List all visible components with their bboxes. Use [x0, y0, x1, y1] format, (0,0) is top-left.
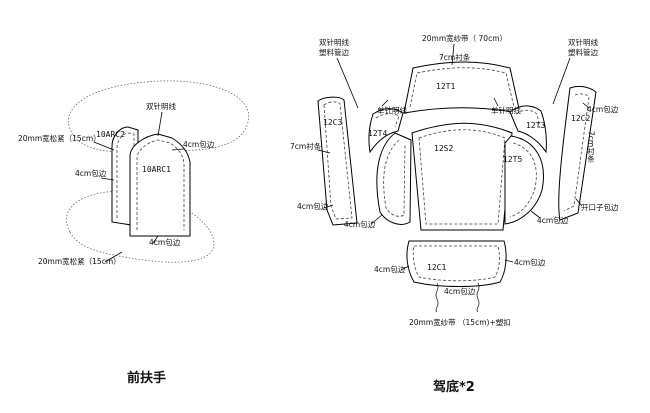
armrest-group: 10ARC2 10ARC1 双针明线 20mm宽松紧（15cm） 4cm包边 4… — [18, 80, 250, 386]
label-tape-top: 20mm宽纱带（ 70cm） — [422, 33, 507, 43]
label-opening-edge: 开口子包边 — [581, 202, 619, 212]
code-12c3: 12C3 — [323, 118, 342, 127]
seat-piece-12t4 — [368, 108, 404, 154]
label-right-stitch-a: 双针明线 — [568, 37, 598, 47]
label-edge-left-lower: 4cm包边 — [297, 201, 329, 211]
code-12c2: 12C2 — [571, 114, 590, 123]
label-edge-front-right: 4cm包边 — [514, 257, 546, 267]
label-lining-strip-top: 7cm衬条 — [439, 52, 471, 62]
label-elastic-top-armrest: 20mm宽松紧（15cm） — [18, 133, 101, 143]
seat-piece-12t1 — [403, 61, 521, 114]
seat-group: 12T1 12S2 12C3 12T4 12T3 12T5 12C2 12C1 — [290, 33, 619, 395]
label-right-stitch-b: 塑料管边 — [568, 47, 598, 57]
label-lining-left: 7cm衬条 — [290, 141, 322, 151]
label-strip-vertical: 7cm衬条 — [586, 131, 595, 162]
code-12t4: 12T4 — [368, 129, 387, 138]
seat-piece-left-side — [376, 132, 412, 225]
code-12t1: 12T1 — [436, 82, 455, 91]
label-edge-4cm-bottom-armrest: 4cm包边 — [149, 237, 181, 247]
title-seat: 驾底*2 — [433, 379, 475, 395]
code-10arc2: 10ARC2 — [96, 130, 125, 139]
label-edge-right-mid: 4cm包边 — [537, 215, 569, 225]
seat-piece-12t5 — [504, 135, 544, 225]
label-elastic-bottom-armrest: 20mm宽松紧（15cm） — [38, 256, 121, 266]
code-12t3: 12T3 — [526, 121, 545, 130]
seat-piece-12c2 — [558, 85, 597, 221]
code-12t5: 12T5 — [503, 155, 522, 164]
label-single-stitch-right: 单针明线 — [491, 105, 521, 115]
elastic-loop-bottom — [66, 191, 215, 263]
code-12c1: 12C1 — [427, 263, 446, 272]
label-left-stitch-a: 双针明线 — [319, 37, 349, 47]
seat-piece-12c1 — [406, 240, 507, 287]
label-single-stitch-left: 单针明线 — [377, 105, 407, 115]
label-edge-4cm-right-armrest: 4cm包边 — [183, 139, 215, 149]
code-12s2: 12S2 — [434, 144, 453, 153]
label-edge-front-bottom: 4cm包边 — [444, 286, 476, 296]
armrest-piece-10arc1 — [129, 133, 191, 237]
label-edge-4cm-right-top: 4cm包边 — [587, 104, 619, 114]
label-edge-front-left: 4cm包边 — [374, 264, 406, 274]
label-tape-bottom: 20mm宽纱带 （15cm)+塑扣 — [409, 317, 511, 327]
label-edge-4cm-left-armrest: 4cm包边 — [75, 168, 107, 178]
title-armrest: 前扶手 — [127, 370, 166, 386]
label-left-stitch-b: 塑料管边 — [319, 47, 349, 57]
code-10arc1: 10ARC1 — [142, 165, 171, 174]
label-edge-left-mid: 4cm包边 — [344, 219, 376, 229]
seat-piece-12t3 — [509, 105, 547, 154]
seat-piece-12s2 — [411, 122, 513, 231]
label-double-stitch-armrest: 双针明线 — [146, 101, 176, 111]
seat-piece-12c3 — [317, 96, 358, 226]
